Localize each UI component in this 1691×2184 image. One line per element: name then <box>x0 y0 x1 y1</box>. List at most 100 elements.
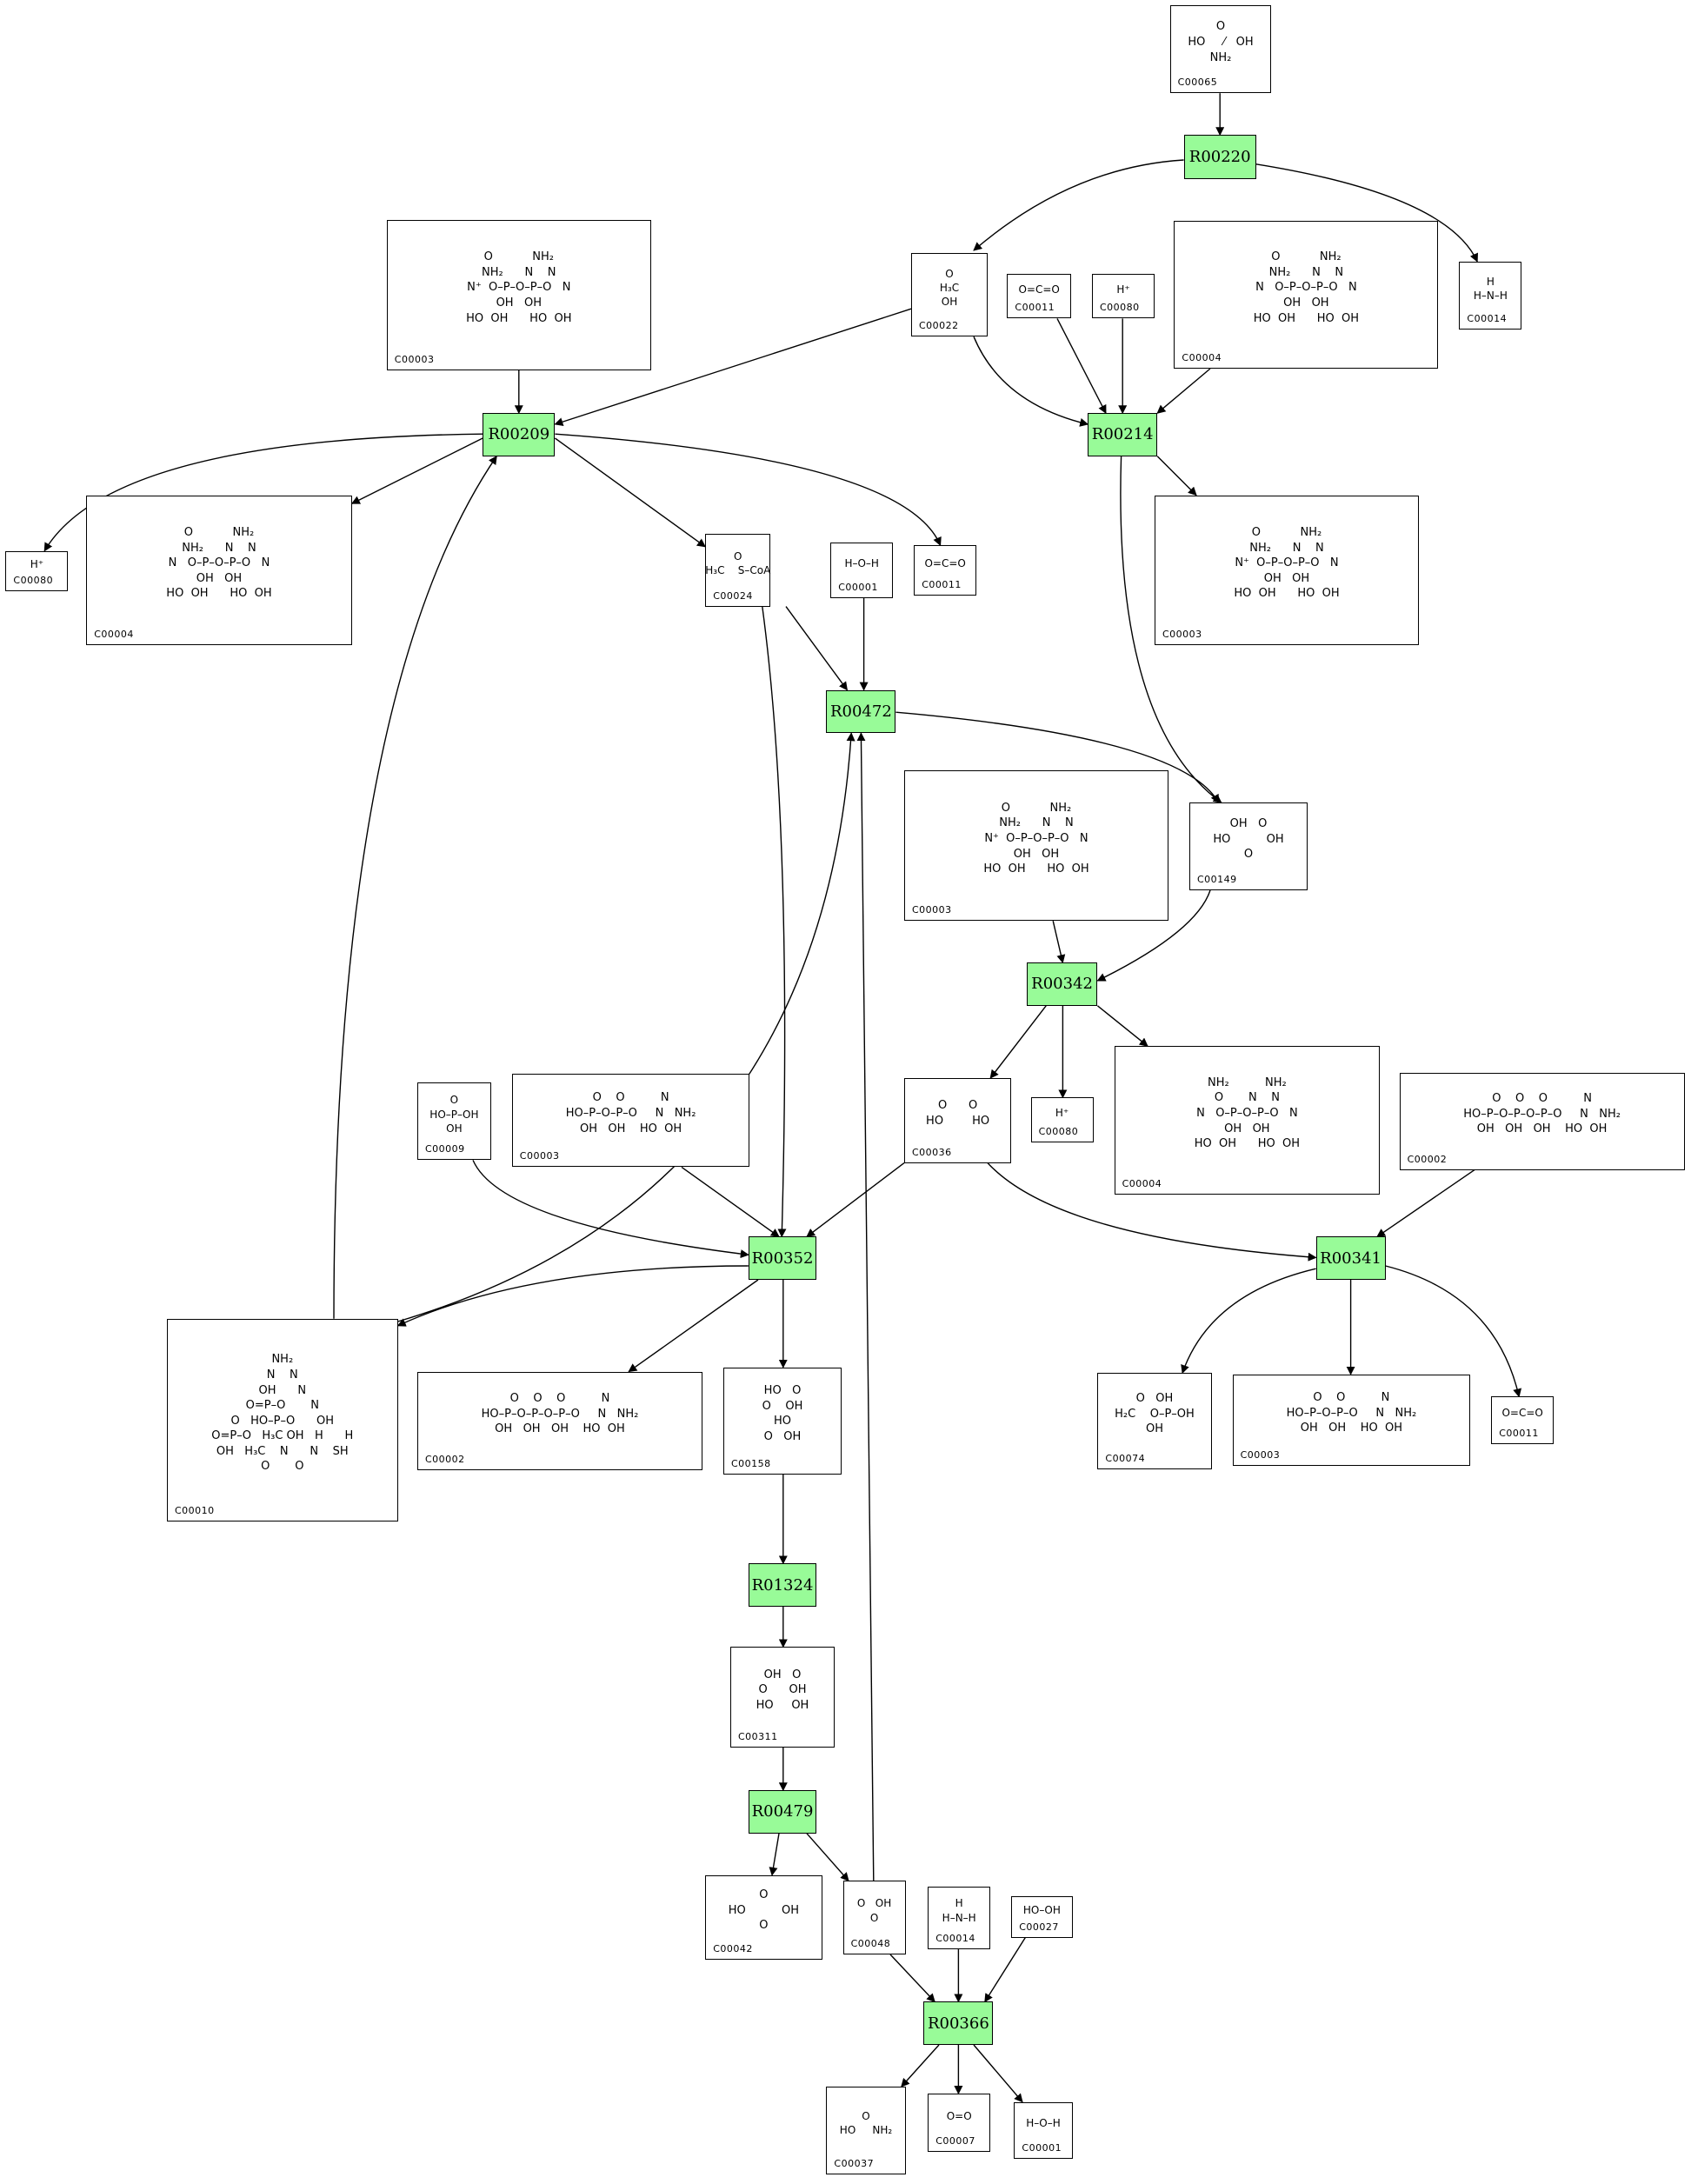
compound-id-label: C00011 <box>922 578 962 590</box>
structure-atom-labels: O=C=O <box>1501 1407 1543 1420</box>
compound-node-c00080[interactable]: H⁺C00080 <box>1092 274 1155 319</box>
structure-atom-labels: HO HO <box>926 1114 990 1128</box>
chemical-structure: O=C=O <box>1011 280 1067 298</box>
structure-atom-labels: OH O <box>763 1668 802 1681</box>
reaction-edge-arrow <box>785 606 848 691</box>
structure-atom-labels: O HO–P–O OH <box>230 1414 335 1428</box>
compound-id-label: C00022 <box>919 320 959 332</box>
reaction-edge-arrow <box>1385 1265 1522 1398</box>
reaction-edge-arrow <box>973 159 1184 251</box>
compound-node-c00080[interactable]: H⁺C00080 <box>5 550 69 591</box>
structure-atom-labels: O OH <box>763 1429 802 1443</box>
compound-id-label: C00003 <box>1240 1449 1281 1462</box>
reaction-edge-arrow <box>554 437 707 548</box>
structure-atom-labels: O <box>862 2110 870 2123</box>
compound-id-label: C00003 <box>519 1150 560 1162</box>
reaction-edge-arrow <box>350 437 483 504</box>
compound-id-label: C00036 <box>912 1146 952 1158</box>
structure-atom-labels: O O <box>261 1460 304 1474</box>
reaction-node-r00209[interactable]: R00209 <box>483 413 556 456</box>
chemical-structure: H–O–H <box>1018 2108 1068 2140</box>
structure-atom-labels: O <box>1243 848 1254 862</box>
reaction-edge-arrow <box>973 336 1089 427</box>
compound-id-label: C00002 <box>425 1454 465 1466</box>
reaction-edge-arrow <box>889 1954 935 2003</box>
reaction-edge-arrow <box>895 711 1220 804</box>
reaction-node-r00341[interactable]: R00341 <box>1315 1236 1386 1280</box>
structure-atom-labels: NH₂ NH₂ <box>1208 1075 1287 1089</box>
reaction-node-r00472[interactable]: R00472 <box>826 689 896 734</box>
structure-atom-labels: OH <box>941 296 958 309</box>
reaction-edge-arrow <box>1156 456 1197 496</box>
structure-atom-labels: HO OH <box>1213 832 1284 846</box>
compound-node-c00011[interactable]: O=C=O C00011 <box>914 545 977 596</box>
reaction-node-r00214[interactable]: R00214 <box>1088 413 1158 456</box>
compound-id-label: C00003 <box>1162 629 1202 641</box>
structure-atom-labels: O <box>734 549 742 563</box>
structure-atom-labels: HO–P–O–P–O–P–O N NH₂ <box>481 1407 639 1421</box>
structure-atom-labels: H–N–H <box>942 1911 976 1924</box>
reaction-node-r00352[interactable]: R00352 <box>748 1236 817 1280</box>
reaction-node-r00220[interactable]: R00220 <box>1183 135 1256 180</box>
chemical-structure: O=C=O <box>1495 1402 1549 1423</box>
reaction-edge-arrow <box>987 1162 1317 1262</box>
reaction-edge-arrow <box>396 1265 749 1327</box>
reaction-edge-arrow <box>989 1005 1047 1079</box>
structure-atom-labels: O OH <box>856 1897 892 1910</box>
compound-id-label: C00002 <box>1407 1153 1448 1165</box>
structure-atom-labels: O O O N <box>509 1392 610 1406</box>
reaction-node-r00342[interactable]: R00342 <box>1026 962 1098 1006</box>
reaction-edge-arrow <box>1156 368 1211 414</box>
reaction-node-r00479[interactable]: R00479 <box>748 1790 817 1834</box>
structure-atom-labels: H₃C <box>939 282 960 295</box>
structure-atom-labels: OH OH <box>1283 296 1329 310</box>
reaction-node-r00366[interactable]: R00366 <box>923 2001 994 2045</box>
reaction-edge-arrow <box>806 1833 849 1881</box>
structure-atom-labels: O=C=O <box>1018 283 1060 296</box>
structure-atom-labels: OH OH OH HO OH <box>495 1422 625 1436</box>
structure-atom-labels: H⁺ <box>1116 283 1130 296</box>
structure-atom-labels: OH OH <box>1263 571 1310 585</box>
structure-atom-labels: N N <box>266 1368 298 1382</box>
reaction-node-r01324[interactable]: R01324 <box>748 1563 817 1607</box>
chemical-structure: HO–OH <box>1015 1902 1068 1918</box>
structure-atom-labels: HO <box>773 1415 791 1428</box>
structure-atom-labels: O=C=O <box>924 556 966 569</box>
compound-node-c00080[interactable]: H⁺C00080 <box>1030 1097 1094 1142</box>
structure-atom-labels: N⁺ O–P–O–P–O N <box>984 832 1088 846</box>
